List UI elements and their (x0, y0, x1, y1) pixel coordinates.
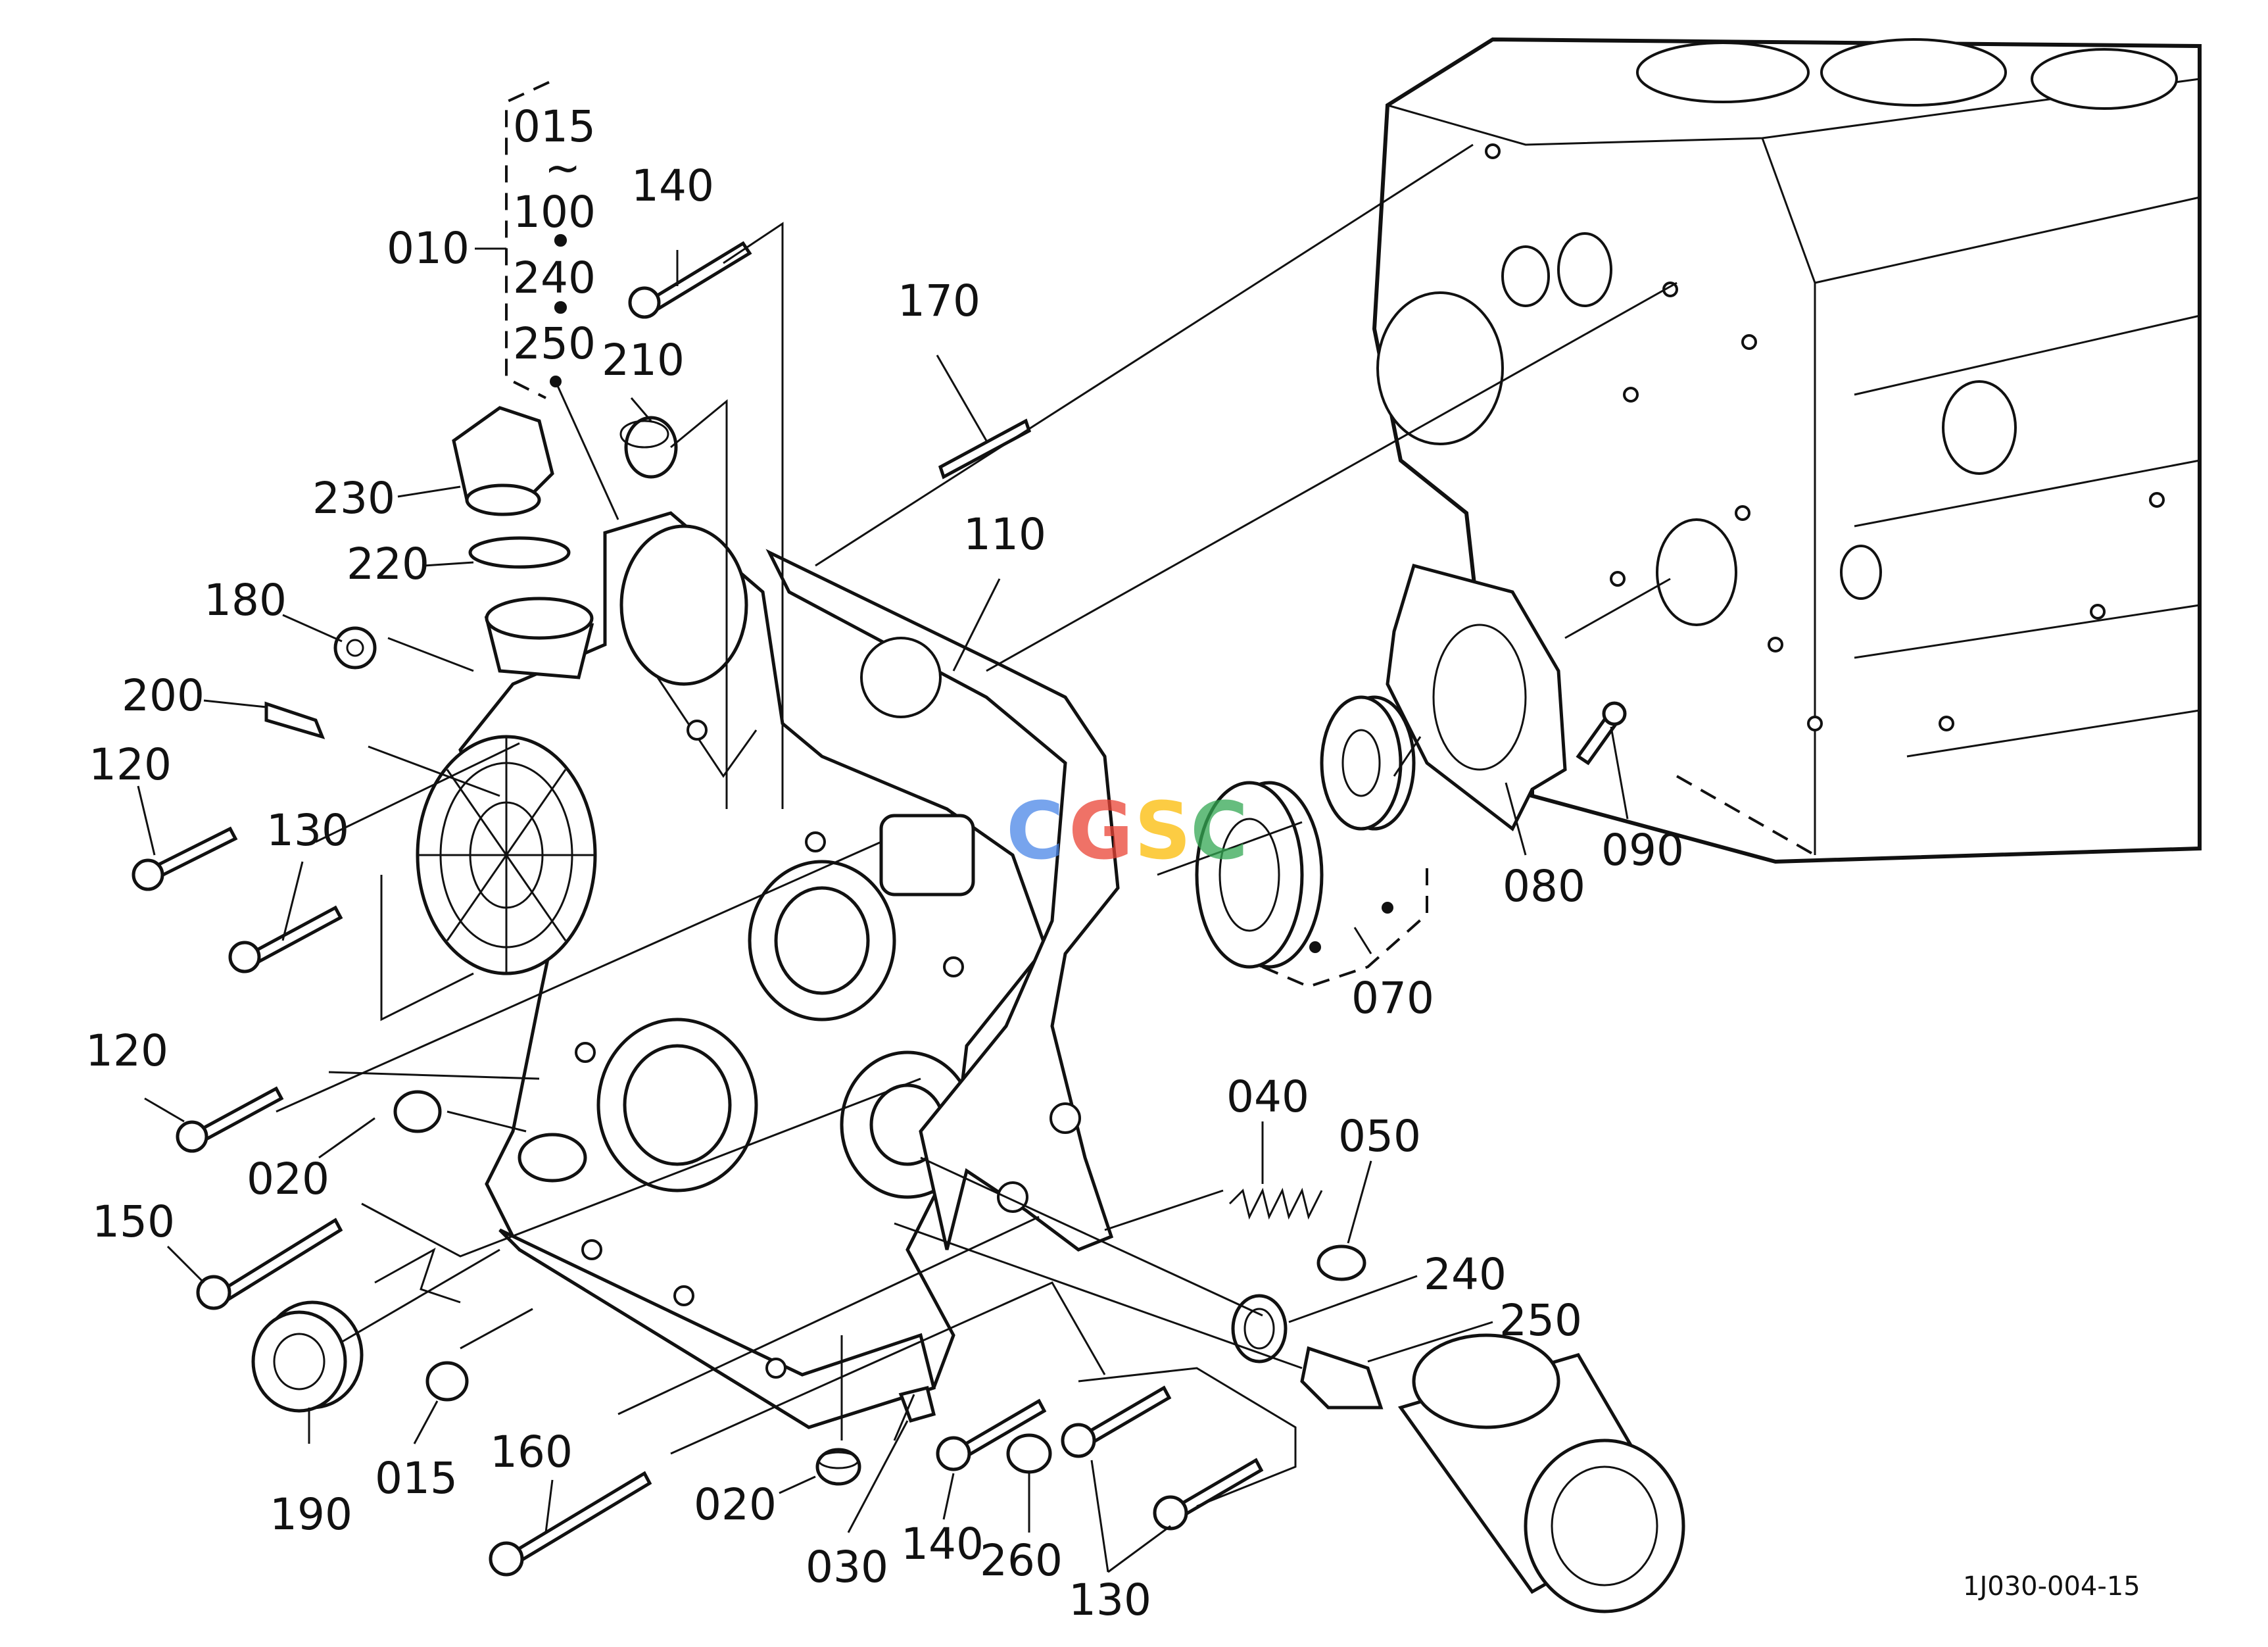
nut-180 (333, 626, 377, 670)
watermark-letter-c1: C (1006, 786, 1064, 877)
bolt-130-bottom-a (1061, 1385, 1172, 1458)
relief-valve-050 (1316, 1244, 1366, 1281)
bolt-120-top (132, 826, 238, 891)
callout-250: 250 (1499, 1295, 1582, 1346)
bolt-130-left (228, 905, 343, 973)
callout-170: 170 (898, 276, 980, 326)
fan-guard (416, 735, 597, 975)
callout-220: 220 (347, 539, 429, 589)
oil-pump-outer-rotor (1195, 781, 1324, 969)
callout-015: 015 (375, 1453, 458, 1504)
callout-180: 180 (204, 575, 287, 626)
group-dot-070b (1382, 902, 1393, 914)
callout-020-left: 020 (247, 1154, 329, 1204)
group-010-item-dot-2: • (548, 283, 573, 334)
plug-020-left (393, 1090, 442, 1133)
bolt-130-bottom-b (1153, 1458, 1264, 1531)
callout-070: 070 (1351, 973, 1434, 1023)
oil-filter-cartridge (1397, 1333, 1685, 1613)
callout-160: 160 (490, 1427, 573, 1477)
callout-140-top: 140 (631, 160, 714, 211)
callout-080: 080 (1503, 861, 1585, 912)
group-010-item-250: 250 (513, 318, 596, 369)
callout-260: 260 (980, 1535, 1063, 1586)
callout-090: 090 (1601, 825, 1684, 875)
oil-pump-cover (1386, 563, 1567, 831)
callout-130-left: 130 (266, 805, 349, 856)
bolt-090 (1576, 701, 1627, 766)
callout-240: 240 (1424, 1249, 1507, 1300)
plug-210 (619, 416, 678, 479)
assembly-lines (276, 143, 1677, 1508)
callout-120-top: 120 (89, 739, 172, 790)
group-010-item-240: 240 (513, 253, 596, 303)
watermark-logo: C G S C (1006, 786, 1248, 877)
callout-leaders (137, 250, 1629, 1573)
relief-spring-040 (1228, 1187, 1323, 1220)
watermark-letter-g: G (1069, 786, 1134, 877)
figure-code: 1J030-004-15 (1963, 1571, 2140, 1602)
bolt-160 (489, 1471, 652, 1577)
gear-case (458, 511, 1048, 1429)
callout-150: 150 (92, 1196, 175, 1247)
cap-230 (452, 406, 554, 516)
bolt-140-top (628, 241, 752, 319)
gear-case-gasket (765, 549, 1120, 1252)
engine-block (1372, 37, 2202, 864)
nipple-250 (1300, 1346, 1384, 1410)
callout-020-bottom: 020 (694, 1479, 777, 1530)
watermark-letter-c2: C (1190, 786, 1248, 877)
group-010-item-100: 100 (513, 187, 596, 237)
callout-110: 110 (963, 509, 1046, 560)
callout-140-bottom: 140 (901, 1519, 984, 1569)
callout-050: 050 (1338, 1111, 1421, 1162)
callout-230: 230 (312, 473, 395, 524)
group-010-item-tilde: ~ (544, 143, 581, 193)
group-dot-070a (1309, 941, 1321, 953)
washer-240 (1231, 1294, 1288, 1364)
callout-210: 210 (602, 335, 685, 385)
bolt-150 (196, 1217, 343, 1310)
callout-030: 030 (806, 1542, 888, 1592)
callout-120-mid: 120 (85, 1025, 168, 1076)
group-bracket-010 (505, 81, 550, 399)
o-ring-220 (468, 536, 571, 569)
group-bracket-070 (1262, 868, 1428, 989)
bolt-140-bottom (936, 1398, 1047, 1471)
bolt-120-mid (176, 1086, 284, 1153)
plug-020-bottom (815, 1448, 861, 1486)
group-010-item-015: 015 (513, 101, 596, 152)
group-010-dot-leader (554, 381, 619, 520)
oil-filler-boss (484, 597, 594, 679)
group-010-label: 010 (387, 223, 470, 274)
callout-190: 190 (270, 1489, 352, 1540)
callout-200: 200 (122, 670, 205, 721)
stud-170 (938, 418, 1032, 479)
oil-seal-190 (251, 1300, 364, 1413)
group-010-item-dot-1: • (548, 216, 573, 267)
plug-260 (1006, 1433, 1052, 1474)
oil-pump-inner-rotor (1320, 695, 1416, 831)
plug-015 (425, 1361, 469, 1402)
stud-200 (264, 701, 326, 739)
callout-130-bottom: 130 (1069, 1575, 1151, 1625)
callout-040: 040 (1226, 1071, 1309, 1122)
watermark-letter-s: S (1134, 786, 1191, 877)
